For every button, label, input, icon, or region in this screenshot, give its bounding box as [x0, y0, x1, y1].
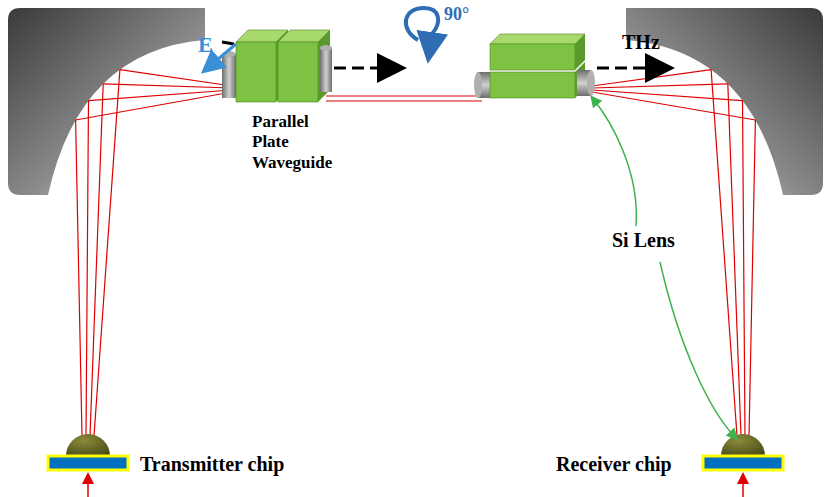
device-label: Transmitter chip	[140, 452, 284, 476]
pump-beam	[87, 478, 89, 497]
leader-line	[594, 100, 636, 226]
parallel-plate-waveguide	[222, 30, 332, 102]
component-label: Parallel Plate Waveguide	[252, 112, 348, 173]
parabolic-mirror	[8, 8, 205, 195]
signal-label: THz	[622, 30, 660, 54]
component-label: Si Lens	[612, 228, 675, 252]
propagation-arrow	[222, 42, 660, 68]
leader-line	[660, 262, 734, 436]
pump-beam	[742, 478, 744, 497]
rotation-arrow	[406, 8, 438, 48]
polarization-arrow	[210, 44, 236, 66]
device-label: Receiver chip	[556, 452, 672, 476]
field-label: E	[198, 32, 213, 58]
parallel-plate-waveguide	[474, 34, 595, 98]
thz-rays	[76, 70, 756, 436]
transmitter-chip	[48, 434, 128, 470]
receiver-chip	[703, 434, 783, 470]
rotation-label: 90°	[444, 4, 469, 26]
